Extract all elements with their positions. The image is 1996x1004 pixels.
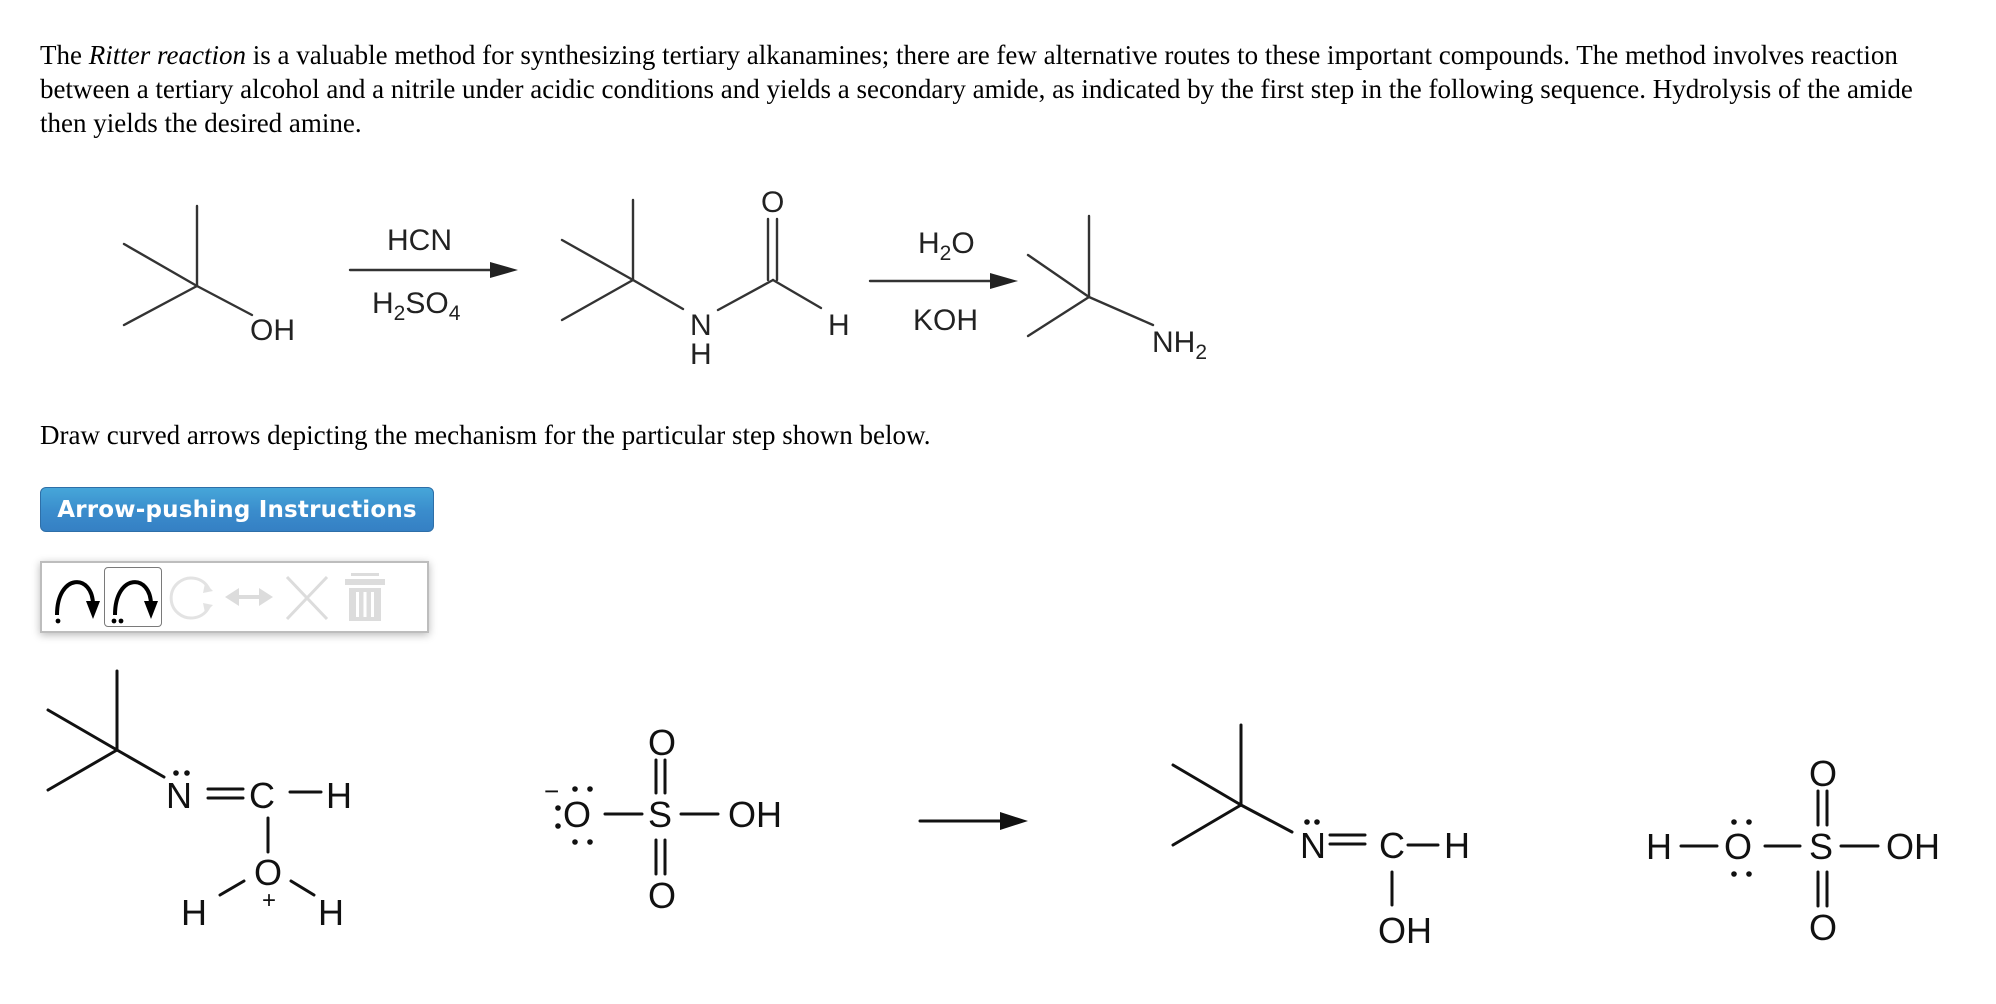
r2-oxygen-lone-pairs [555, 786, 593, 845]
amine-label: NH2 [1152, 326, 1207, 364]
p1-nitrogen: N [1300, 825, 1326, 866]
resonance-arrow-tool[interactable] [220, 567, 278, 627]
p2-oxygen-lone-pairs [1731, 819, 1752, 877]
amide-formyl-hydrogen: H [828, 309, 850, 342]
amide-oxygen: O [761, 186, 784, 219]
cycle-arrows-icon [169, 576, 213, 620]
tert-butylamine-structure [1026, 214, 1155, 338]
intro-paragraph: The Ritter reaction is a valuable method… [40, 38, 1960, 140]
hydroxyl-label: OH [250, 314, 295, 347]
electron-pair-arrow-tool[interactable] [104, 567, 162, 627]
p2-oxygen: O [1724, 826, 1752, 867]
r1-oh-hydrogen-left: H [181, 892, 207, 933]
formamide-structure [560, 198, 823, 322]
redo-cycle-tool[interactable] [162, 567, 220, 627]
reagent-hcn: HCN [387, 224, 452, 257]
p2-sulfur: S [1809, 826, 1833, 867]
amide-nh-hydrogen: H [690, 338, 712, 371]
clear-all-tool[interactable] [336, 567, 394, 627]
reagent-koh: KOH [913, 304, 978, 337]
mechanism-arrow-head [1000, 812, 1028, 830]
p2-hydroxyl: OH [1886, 826, 1940, 867]
r2-oxo-top: O [648, 722, 676, 763]
reactant-oxonium-structure [46, 669, 323, 897]
trash-icon [345, 573, 385, 621]
tert-butanol-structure [122, 204, 254, 327]
r1-nitrogen: N [166, 775, 192, 816]
intro-text-2: is a valuable method for synthesizing te… [40, 40, 1913, 138]
intro-italic-term: Ritter reaction [88, 40, 246, 70]
delete-arrow-tool[interactable] [278, 567, 336, 627]
double-headed-arrow-icon [225, 588, 273, 606]
intro-text-1: The [40, 40, 89, 70]
r2-sulfur: S [648, 794, 672, 835]
p2-hydrogen: H [1646, 826, 1672, 867]
amide-nitrogen: N [690, 309, 712, 342]
p2-oxo-top: O [1809, 753, 1837, 794]
single-electron-arrow-tool[interactable] [46, 567, 104, 627]
arrow-head-1 [490, 262, 518, 278]
close-x-icon [285, 575, 329, 621]
product-imidic-acid-structure [1171, 723, 1440, 907]
single-electron-arrow-icon [55, 580, 100, 624]
arrow-pushing-instructions-button[interactable]: Arrow-pushing Instructions [40, 487, 434, 532]
r1-oh-hydrogen-right: H [318, 892, 344, 933]
electron-pair-arrow-icon [111, 580, 158, 624]
r2-negative-charge: − [544, 776, 559, 806]
reagent-h2o: H2O [918, 227, 975, 265]
arrow-drawing-toolbar [40, 561, 429, 633]
p1-nitrogen-lone-pair [1304, 819, 1320, 825]
r1-nitrogen-lone-pair [173, 770, 190, 776]
r2-oxo-bottom: O [648, 875, 676, 916]
mechanism-prompt: Draw curved arrows depicting the mechani… [40, 420, 931, 450]
p1-hydrogen: H [1444, 825, 1470, 866]
p1-carbon: C [1379, 825, 1405, 866]
product-sulfuric-acid-structure [1679, 789, 1880, 908]
r1-positive-charge: + [262, 887, 276, 914]
r2-anionic-oxygen: O [563, 794, 591, 835]
p2-oxo-bottom: O [1809, 907, 1837, 948]
r2-hydroxyl: OH [728, 794, 782, 835]
reagent-h2so4: H2SO4 [372, 287, 461, 325]
p1-hydroxyl: OH [1378, 910, 1432, 951]
r1-hydrogen: H [326, 775, 352, 816]
arrow-head-2 [990, 273, 1018, 289]
r1-oxygen: O [254, 852, 282, 893]
r1-carbon: C [249, 775, 275, 816]
reactant-bisulfate-structure [603, 758, 720, 876]
